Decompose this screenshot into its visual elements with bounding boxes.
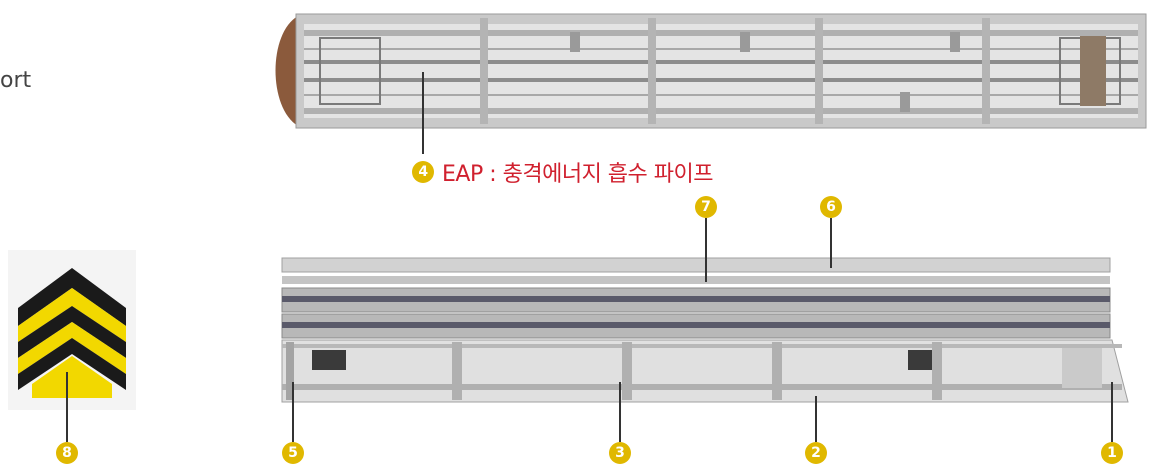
truncated-text: ort [0, 68, 32, 93]
leader-4 [422, 72, 424, 154]
leader-6 [830, 218, 832, 268]
callout-3-badge: 3 [609, 442, 631, 464]
callout-7-badge: 7 [695, 196, 717, 218]
leader-2 [815, 396, 817, 442]
leader-3 [619, 382, 621, 442]
leader-8 [66, 372, 68, 442]
side-view-diagram [281, 257, 1129, 403]
callout-5-badge: 5 [282, 442, 304, 464]
callout-8-badge: 8 [56, 442, 78, 464]
top-view-diagram [275, 13, 1147, 129]
eap-caption-text: EAP : 충격에너지 흡수 파이프 [442, 162, 714, 187]
leader-1 [1111, 382, 1113, 442]
callout-1-badge: 1 [1101, 442, 1123, 464]
callout-6-badge: 6 [820, 196, 842, 218]
leader-5 [292, 382, 294, 442]
chevron-delineator-image [8, 250, 136, 410]
callout-2-badge: 2 [805, 442, 827, 464]
leader-7 [705, 218, 707, 282]
eap-caption: 4 EAP : 충격에너지 흡수 파이프 [412, 156, 714, 188]
callout-4-badge: 4 [412, 161, 434, 183]
